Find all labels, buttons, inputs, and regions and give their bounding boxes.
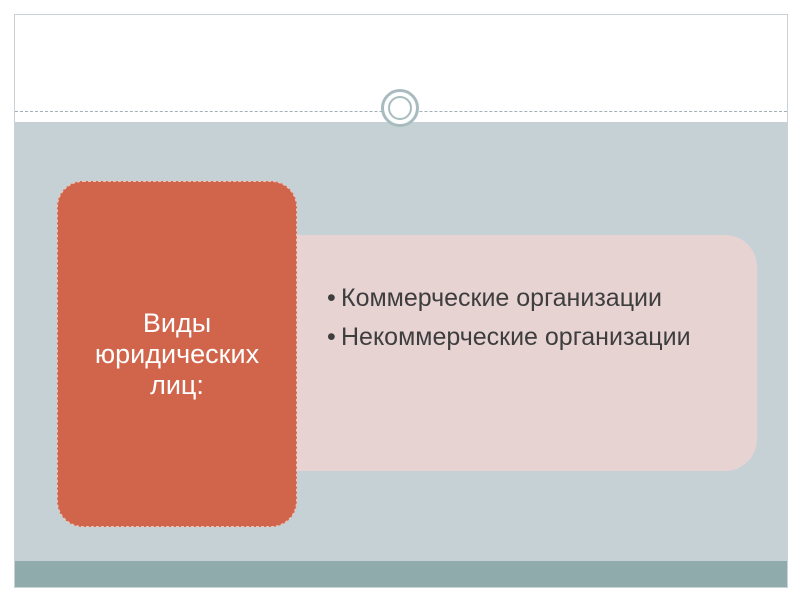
footer-bar bbox=[15, 561, 787, 587]
list-item-label: Некоммерческие организации bbox=[341, 323, 691, 351]
list-item: • Некоммерческие организации bbox=[321, 324, 741, 351]
list-item: • Коммерческие организации bbox=[321, 285, 741, 312]
decorative-ring-inner bbox=[388, 96, 412, 120]
title-box-label: Виды юридических лиц: bbox=[94, 307, 260, 400]
items-list: • Коммерческие организации • Некоммерчес… bbox=[321, 285, 741, 363]
title-box: Виды юридических лиц: bbox=[57, 181, 297, 527]
items-panel bbox=[251, 235, 757, 471]
slide: Виды юридических лиц: • Коммерческие орг… bbox=[14, 14, 788, 588]
list-item-label: Коммерческие организации bbox=[341, 284, 662, 312]
bullet-icon: • bbox=[327, 284, 336, 312]
decorative-ring-icon bbox=[381, 89, 419, 127]
bullet-icon: • bbox=[327, 323, 336, 351]
